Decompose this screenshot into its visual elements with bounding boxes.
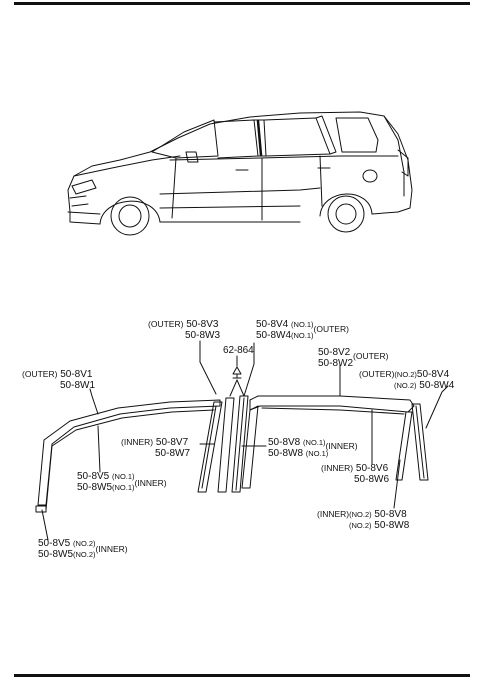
clip-icon bbox=[232, 366, 242, 375]
callout-outer-8v2: 50-8V2 (OUTER) 50-8W2 bbox=[318, 347, 388, 369]
part-number: 50-8W3 bbox=[185, 330, 221, 341]
part-number: 50-8V4 bbox=[256, 319, 289, 330]
top-border-rule bbox=[14, 2, 470, 5]
note-label: (NO.2) bbox=[73, 550, 96, 559]
note-label: (NO.2) bbox=[349, 521, 372, 530]
qualifier-label: (INNER) bbox=[317, 509, 350, 519]
part-number: 50-8W8 bbox=[268, 448, 304, 459]
part-number: 50-8W6 bbox=[354, 474, 390, 485]
callout-inner-8v8-no1: 50-8V8 (NO.1)(INNER) 50-8W8 (NO.1) bbox=[268, 437, 358, 459]
callout-inner-8v6: (INNER) 50-8V6 50-8W6 bbox=[321, 463, 389, 485]
callout-inner-8v5-no2: 50-8V5 (NO.2) 50-8W5(NO.2)(INNER) bbox=[38, 538, 128, 560]
callout-inner-8v5-no1: 50-8V5 (NO.1) 50-8W5(NO.1)(INNER) bbox=[77, 471, 167, 493]
note-label: (NO.2) bbox=[394, 381, 417, 390]
rear-door-inner-pillar bbox=[241, 405, 259, 489]
qualifier-label: (INNER) bbox=[134, 478, 167, 488]
callout-inner-8v8-no2: (INNER)(NO.2) 50-8V8 (NO.2) 50-8W8 bbox=[317, 509, 409, 531]
qualifier-label: (OUTER) bbox=[148, 319, 184, 329]
callout-outer-8v3: (OUTER) 50-8V3 50-8W3 bbox=[148, 319, 220, 341]
qualifier-label: (OUTER) bbox=[22, 369, 58, 379]
bottom-border-rule bbox=[14, 674, 470, 677]
center-pillar-outer-moulding bbox=[217, 397, 235, 493]
center-pillar-rear-moulding bbox=[231, 395, 249, 493]
front-lower-inner-moulding bbox=[35, 505, 47, 513]
callout-inner-8v7: (INNER) 50-8V7 50-8W7 bbox=[121, 437, 190, 459]
part-number: 50-8W5 bbox=[38, 549, 74, 560]
part-number: 50-8W4 bbox=[419, 380, 455, 391]
part-number: 50-8W4 bbox=[256, 330, 292, 341]
note-label: (NO.1) bbox=[291, 331, 314, 340]
note-label: (NO.1) bbox=[112, 483, 135, 492]
part-number: 50-8W8 bbox=[374, 520, 410, 531]
note-label: (NO.2) bbox=[349, 510, 372, 519]
part-number: 50-8V6 bbox=[355, 463, 389, 474]
qualifier-label: (OUTER) bbox=[313, 324, 349, 334]
qualifier-label: (INNER) bbox=[325, 441, 358, 451]
note-label: (NO.1) bbox=[305, 449, 329, 458]
part-number: 50-8V3 bbox=[186, 319, 219, 330]
part-number: 50-8W2 bbox=[318, 358, 354, 369]
part-number: 50-8V5 bbox=[38, 538, 71, 549]
part-number: 50-8V1 bbox=[60, 369, 93, 380]
qualifier-label: (INNER) bbox=[121, 437, 154, 447]
callout-outer-8v4-no1: 50-8V4 (NO.1)(OUTER) 50-8W4(NO.1) bbox=[256, 319, 349, 341]
part-number: 50-8W7 bbox=[155, 448, 191, 459]
callout-outer-8v1: (OUTER) 50-8V1 50-8W1 bbox=[22, 369, 95, 391]
part-number: 50-8V2 bbox=[318, 347, 351, 358]
note-label: (NO.2) bbox=[394, 370, 417, 379]
note-label: (NO.1) bbox=[303, 438, 326, 447]
part-number: 50-8V8 bbox=[374, 509, 407, 520]
part-number: 50-8V4 bbox=[416, 369, 450, 380]
note-label: (NO.1) bbox=[291, 320, 314, 329]
front-pillar-moulding bbox=[197, 401, 223, 493]
note-label: (NO.2) bbox=[73, 539, 96, 548]
qualifier-label: (OUTER) bbox=[359, 369, 395, 379]
qualifier-label: (INNER) bbox=[95, 544, 128, 554]
note-label: (NO.1) bbox=[112, 472, 135, 481]
front-door-inner-moulding bbox=[45, 409, 215, 511]
part-number: 50-8W1 bbox=[60, 380, 96, 391]
rear-quarter-moulding bbox=[395, 411, 413, 481]
part-number: 62-864 bbox=[223, 345, 254, 356]
qualifier-label: (OUTER) bbox=[353, 351, 389, 361]
callout-outer-8v4-no2: (OUTER)(NO.2)50-8V4 (NO.2) 50-8W4 bbox=[359, 369, 454, 391]
part-number: 50-8V8 bbox=[268, 437, 301, 448]
qualifier-label: (INNER) bbox=[321, 463, 354, 473]
part-number: 50-8V5 bbox=[77, 471, 110, 482]
part-number: 50-8W5 bbox=[77, 482, 113, 493]
front-door-outer-moulding bbox=[37, 399, 221, 506]
part-number: 50-8V7 bbox=[155, 437, 189, 448]
rear-quarter-outer-moulding bbox=[411, 403, 429, 481]
callout-clip-62-864: 62-864 bbox=[223, 345, 254, 356]
